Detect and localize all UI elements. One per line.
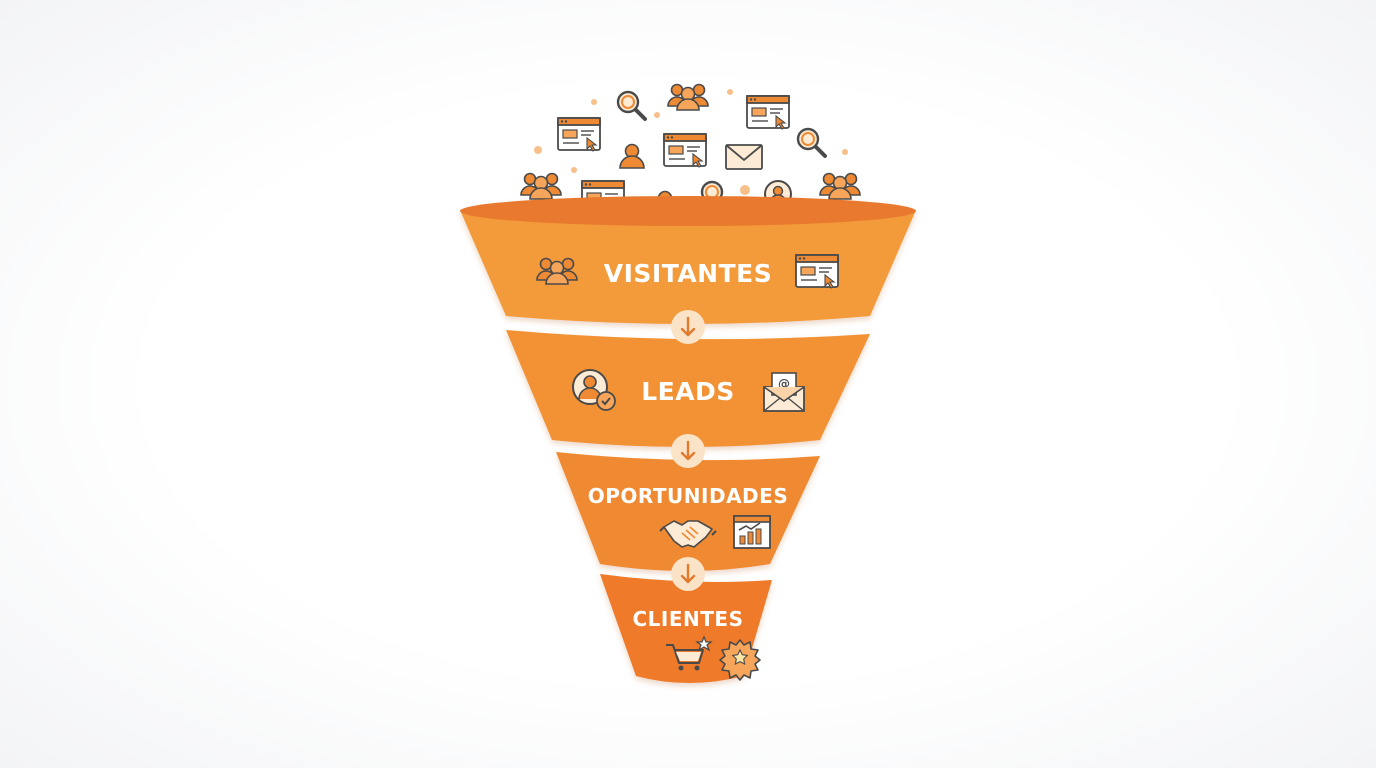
search-icon [796,127,827,158]
group-icon [520,172,562,200]
arrow-down-icon [669,432,707,470]
search-icon [616,90,647,121]
funnel-rim [460,196,916,226]
funnel-stage-leads [506,330,870,447]
browser-cursor-icon [795,254,839,289]
funnel-stage-oportunidades [556,452,820,571]
browser-cursor-icon [557,117,601,152]
arrow-down-icon [669,555,707,593]
floating-icons [520,83,861,216]
stage-label-clientes: CLIENTES [633,607,744,631]
browser-cursor-icon [663,133,707,168]
stage-label-visitantes: VISITANTES [604,259,772,288]
funnel-stage-visitantes [460,210,916,324]
arrow-down-icon [669,308,707,346]
group-icon [536,257,578,285]
group-icon [819,172,861,200]
email-icon [725,144,763,170]
growth-chart-icon [733,515,771,549]
group-icon [667,83,709,111]
stage-label-oportunidades: OPORTUNIDADES [588,484,788,508]
funnel [460,196,916,683]
person-icon [619,143,645,169]
stage-label-leads: LEADS [641,377,735,406]
browser-cursor-icon [746,95,790,130]
